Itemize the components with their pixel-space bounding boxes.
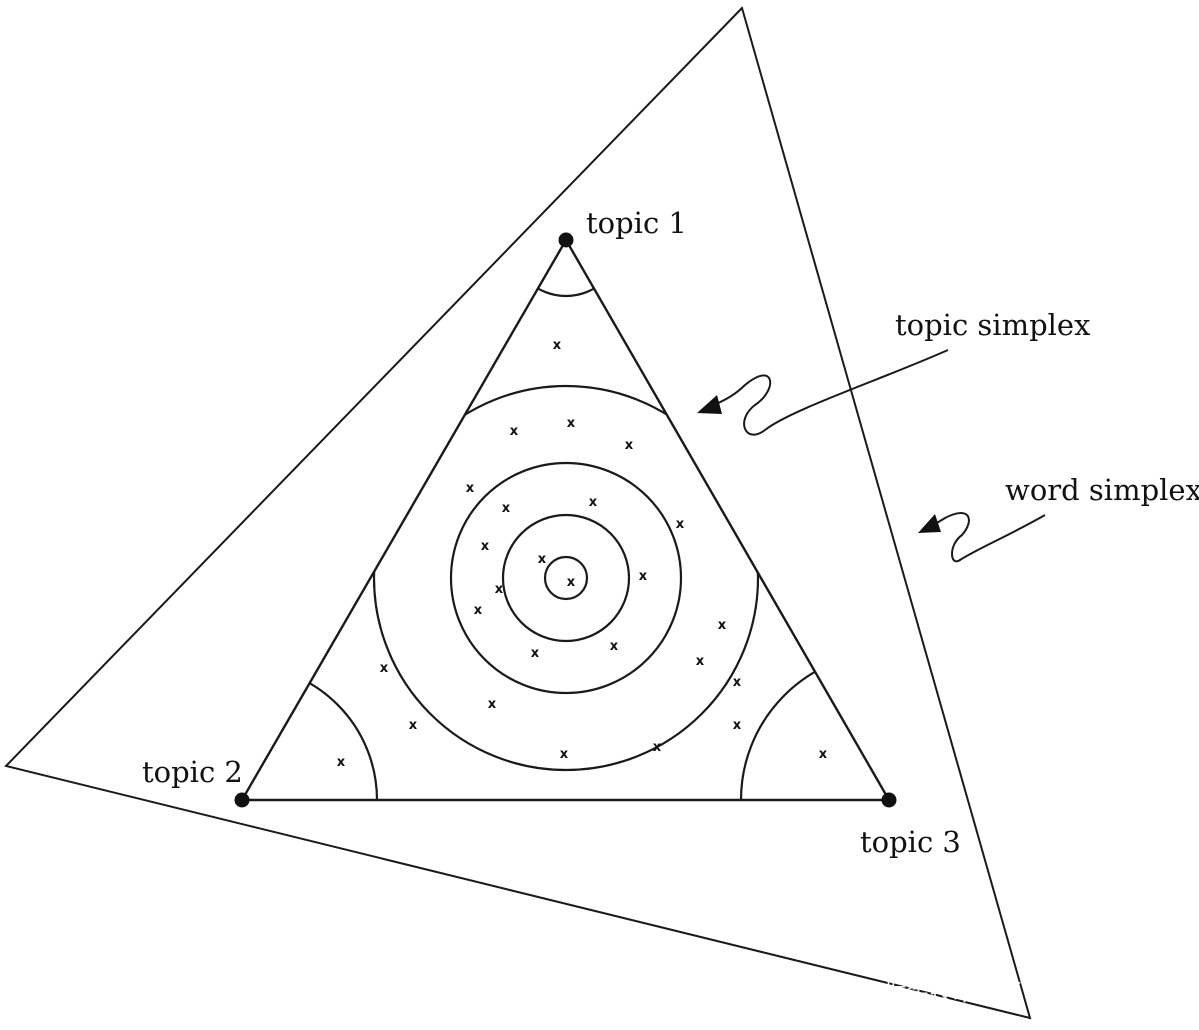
sample-marker: x [538,552,547,567]
topic-simplex-triangle [239,237,892,802]
topic2-label: topic 2 [142,755,243,789]
sample-marker: x [733,718,742,733]
contour-arc-topic1 [508,240,624,298]
sample-marker: x [553,338,562,353]
sample-marker: x [589,495,598,510]
density-contours [242,240,889,800]
sample-marker: x [495,582,504,597]
topic-simplex-arrow [697,349,949,436]
contour-ring-1 [543,555,589,601]
topic-simplex-label: topic simplex [895,308,1090,342]
topic1-vertex-dot [558,232,574,248]
sample-marker: x [560,747,569,762]
sample-marker: x [610,639,619,654]
topic3-vertex-dot [881,792,897,808]
sample-marker: x [481,539,490,554]
sample-marker: x [625,438,634,453]
sample-marker: x [510,424,519,439]
sample-marker: x [567,416,576,431]
sample-marker: x [531,646,540,661]
sample-marker: x [718,618,727,633]
sample-marker: x [639,569,648,584]
sample-marker: x [409,718,418,733]
topic1-label: topic 1 [586,206,687,240]
contour-ring-2 [501,513,631,643]
watermark-text: 掘金技术社区 @ 布客飞龙 [884,980,1152,1006]
sample-marker: x [337,755,346,770]
word-simplex-triangle [4,6,1032,1020]
contour-ring-3 [449,461,683,695]
sample-marker: x [466,481,475,496]
sample-marker: x [380,661,389,676]
sample-markers: x x x x x x x x x x x x x x x x x x x x … [337,338,828,770]
sample-marker: x [567,575,576,590]
topic2-vertex-dot [234,792,250,808]
sample-marker: x [733,675,742,690]
sample-marker: x [474,603,483,618]
sample-marker: x [819,747,828,762]
sample-marker: x [502,501,511,516]
contour-ring-4 [372,384,760,772]
sample-marker: x [488,697,497,712]
word-simplex-arrow [918,512,1046,563]
topic3-label: topic 3 [860,825,961,859]
word-simplex-label: word simplex [1005,473,1199,507]
sample-marker: x [653,740,662,755]
sample-marker: x [696,654,705,669]
sample-marker: x [676,517,685,532]
